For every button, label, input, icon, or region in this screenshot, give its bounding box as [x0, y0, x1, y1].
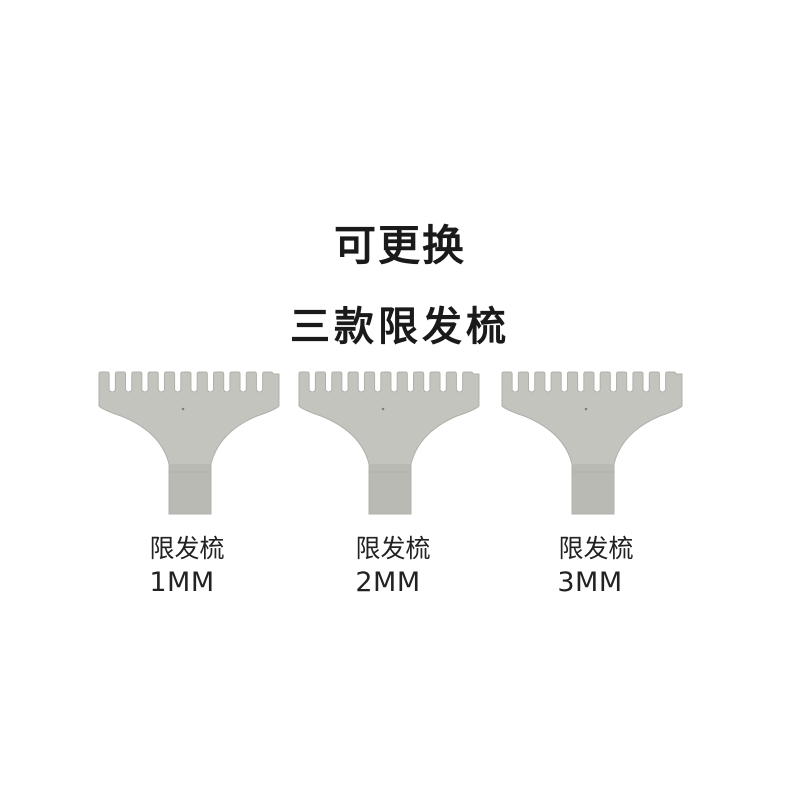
heading-line-1: 可更换 — [333, 221, 466, 270]
comb-2-size: 2MM — [355, 567, 421, 598]
comb-blade — [298, 371, 480, 515]
comb-1-name: 限发梳 — [149, 534, 225, 563]
limit-comb-icon — [97, 368, 281, 518]
comb-3-image — [500, 368, 684, 518]
heading-line-2: 三款限发梳 — [290, 304, 510, 350]
comb-3-name: 限发梳 — [558, 534, 634, 563]
limit-comb-icon — [500, 368, 684, 518]
comb-3-size: 3MM — [557, 567, 623, 598]
comb-2-image — [297, 368, 481, 518]
comb-1-image — [97, 368, 281, 518]
limit-comb-icon — [297, 368, 481, 518]
comb-hole — [181, 407, 185, 411]
comb-1-size: 1MM — [149, 567, 215, 598]
comb-blade — [98, 371, 280, 515]
comb-hole — [381, 407, 385, 411]
comb-2-name: 限发梳 — [355, 534, 431, 563]
comb-blade — [501, 371, 683, 515]
comb-hole — [584, 407, 588, 411]
